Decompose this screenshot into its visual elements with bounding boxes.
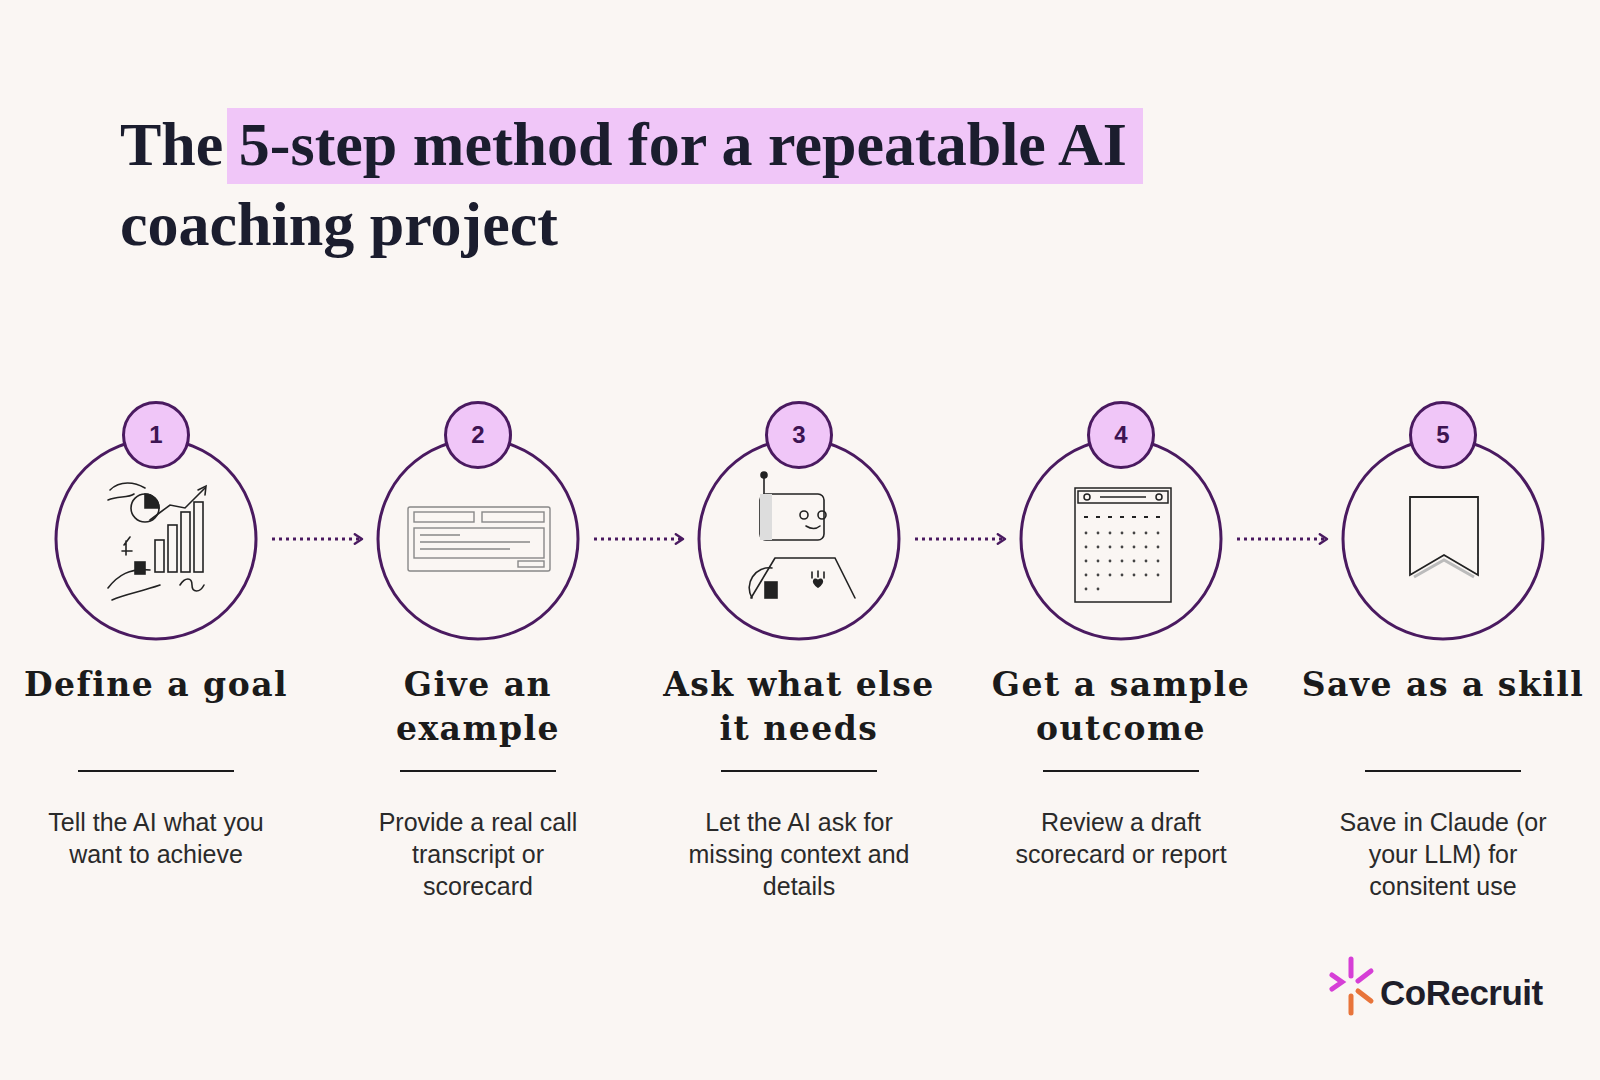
circle-ring (378, 439, 578, 639)
vents (812, 571, 824, 578)
heading-rule (721, 770, 877, 772)
step-number: 3 (792, 421, 805, 449)
hand-top (108, 483, 145, 500)
card (408, 507, 550, 571)
step-heading: Get a sample outcome (990, 663, 1252, 751)
bar (168, 525, 177, 572)
bookmark (1410, 497, 1478, 575)
title: The 5-step method for a repeatable AI co… (120, 104, 1250, 264)
logo-stroke (1358, 971, 1371, 981)
step-heading: Define a goal (6, 663, 306, 707)
bar (155, 540, 164, 572)
heading-rule (400, 770, 556, 772)
robot-body (751, 558, 855, 598)
dotted-arrow (915, 538, 1005, 541)
robot-illustration (749, 472, 855, 598)
field (414, 528, 544, 558)
dotted-arrow (594, 538, 683, 541)
circle-ring (56, 439, 256, 639)
field (414, 512, 474, 522)
eye (800, 511, 808, 519)
step-description: Review a draft scorecard or report (997, 806, 1245, 870)
antenna-tip (761, 472, 767, 478)
robot-head (760, 494, 824, 540)
bookmark-shadow (1414, 560, 1474, 577)
step-badge: 1 (122, 401, 190, 469)
pie (131, 494, 159, 522)
heart (814, 579, 823, 587)
squiggle (180, 579, 204, 591)
logo-stroke (1332, 975, 1342, 989)
goal-illustration (108, 483, 206, 600)
step-badge: 3 (765, 401, 833, 469)
step-circle: 1Define a goalTell the AI what you want … (54, 437, 258, 641)
mouth (806, 526, 820, 529)
field (482, 512, 544, 522)
step-circle: 4Get a sample outcomeReview a draft scor… (1019, 437, 1223, 641)
circle-ring (699, 439, 899, 639)
step-number: 4 (1114, 421, 1127, 449)
weekdays (1084, 516, 1160, 518)
pie-slice (145, 494, 159, 508)
trend-arrow (198, 486, 206, 495)
step-description: Tell the AI what you want to achieve (25, 806, 287, 870)
step-heading: Ask what else it needs (659, 663, 939, 751)
head-shade (760, 494, 772, 540)
step-number: 5 (1436, 421, 1449, 449)
dots (1085, 532, 1160, 591)
logo-stroke (1349, 996, 1354, 1013)
example-illustration (408, 507, 550, 571)
step-number: 1 (149, 421, 162, 449)
calendar (1075, 488, 1171, 602)
text-lines (420, 535, 530, 549)
dotted-arrow (272, 538, 362, 541)
trend-line (150, 488, 205, 520)
block (135, 562, 145, 574)
eye (818, 511, 826, 519)
bar (181, 512, 190, 572)
button (518, 561, 544, 567)
logo-mark (1332, 959, 1371, 1013)
nav (1156, 494, 1162, 500)
step-badge: 4 (1087, 401, 1155, 469)
calendar-illustration (1075, 488, 1171, 602)
hand-bottom (108, 570, 160, 600)
heading-rule (1365, 770, 1521, 772)
dollar (122, 537, 132, 555)
nav (1084, 494, 1090, 500)
step-heading: Give an example (378, 663, 578, 751)
step-description: Provide a real call transcript or scorec… (365, 806, 591, 902)
circle-ring (1343, 439, 1543, 639)
calendar-header (1078, 491, 1168, 503)
step-circle: 2Give an exampleProvide a real call tran… (376, 437, 580, 641)
step-circle: 5Save as a skillSave in Claude (or your … (1341, 437, 1545, 641)
step-circle: 3Ask what else it needsLet the AI ask fo… (697, 437, 901, 641)
step-badge: 2 (444, 401, 512, 469)
arm-block (765, 582, 777, 598)
step-description: Let the AI ask for missing context and d… (671, 806, 927, 902)
heading-rule (78, 770, 234, 772)
heading-rule (1043, 770, 1199, 772)
step-number: 2 (471, 421, 484, 449)
month (1100, 496, 1146, 498)
bar (194, 502, 203, 572)
step-heading: Save as a skill (1293, 663, 1593, 707)
dotted-arrow (1237, 538, 1327, 541)
antenna (763, 478, 765, 494)
logo-stroke (1358, 991, 1371, 1001)
bookmark-illustration (1410, 497, 1478, 577)
logo-stroke (1349, 959, 1354, 976)
arm (749, 568, 772, 598)
step-description: Save in Claude (or your LLM) for consite… (1327, 806, 1559, 902)
step-badge: 5 (1409, 401, 1477, 469)
circle-ring (1021, 439, 1221, 639)
brand-logo-text: CoRecruit (1380, 973, 1543, 1013)
